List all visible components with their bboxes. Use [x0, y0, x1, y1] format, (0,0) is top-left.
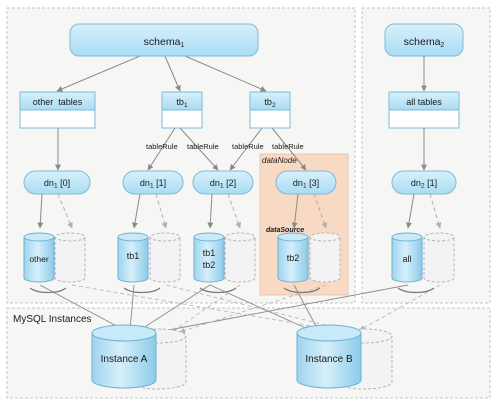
datanode-sub: 1: [150, 183, 154, 190]
table-rule-label: tableRule: [272, 142, 304, 151]
datanode-dn1-1: dn1 [1]: [122, 170, 184, 195]
datanode-label: dn: [140, 178, 150, 188]
datanode-to-db-arrows: [37, 193, 442, 229]
svg-text:tb1: tb1: [176, 97, 188, 109]
datanode-dn2-1: dn2 [1]: [391, 170, 457, 195]
datanode-dn1-0: dn1 [0]: [23, 170, 91, 195]
table-rule-label: tableRule: [187, 142, 219, 151]
schema2-box: schema2: [384, 23, 464, 57]
table-label: all tables: [406, 97, 442, 107]
database-label: tb1: [127, 251, 140, 261]
schema1-sub: 1: [180, 42, 184, 49]
svg-text:dn1 [2]: dn1 [2]: [210, 178, 236, 190]
datanode-index: [1]: [154, 178, 167, 188]
datanode-index: [2]: [224, 178, 237, 188]
table-to-datanode-arrows: [55, 127, 427, 171]
table-label: tb: [264, 97, 272, 107]
database-label: tb1: [203, 248, 216, 258]
table-box-tb2: tb2: [249, 91, 291, 129]
table-sub: 2: [272, 102, 276, 109]
datanode-label: dn: [293, 178, 303, 188]
table-box-all-tables: all tables: [388, 91, 460, 129]
svg-text:schema2: schema2: [404, 36, 445, 49]
database-other: other: [23, 232, 86, 294]
datanode-sub: 1: [54, 183, 58, 190]
instance-label: Instance B: [305, 354, 353, 365]
table-rule-labels: tableRule tableRule tableRule tableRule: [146, 142, 304, 151]
datanode-sub: 1: [220, 183, 224, 190]
schema1-box: schema1: [69, 23, 259, 57]
data-node-label: dataNode: [262, 156, 297, 165]
database-all: all: [391, 232, 455, 294]
schema2-label: schema: [404, 36, 441, 48]
svg-text:dn1 [0]: dn1 [0]: [44, 178, 70, 190]
database-label: tb2: [287, 253, 300, 263]
table-box-other-tables: other tables: [19, 91, 96, 129]
datanode-label: dn: [44, 178, 54, 188]
table-label: other tables: [33, 97, 83, 107]
database-label: all: [402, 254, 411, 264]
database-label: other: [29, 254, 49, 264]
datanode-index: [3]: [307, 178, 320, 188]
datanode-index: [1]: [425, 178, 438, 188]
datanode-label: dn: [411, 178, 421, 188]
data-source-label: dataSource: [266, 227, 304, 234]
svg-text:dn1 [1]: dn1 [1]: [140, 178, 166, 190]
table-sub: 1: [184, 102, 188, 109]
datanode-dn1-3: dn1 [3]: [275, 170, 337, 195]
database-tb1: tb1: [117, 232, 181, 294]
datanode-sub: 1: [303, 183, 307, 190]
table-box-tb1: tb1: [161, 91, 203, 129]
database-label: tb2: [203, 260, 216, 270]
instance-a: Instance A: [91, 324, 187, 390]
datanode-sub: 2: [421, 183, 425, 190]
table-rule-label: tableRule: [232, 142, 264, 151]
database-tb2: tb2: [277, 232, 341, 294]
svg-text:tb2: tb2: [264, 97, 276, 109]
svg-text:dn2 [1]: dn2 [1]: [411, 178, 437, 190]
datanode-label: dn: [210, 178, 220, 188]
svg-text:schema1: schema1: [144, 36, 185, 49]
mysql-instances-panel: [6, 307, 491, 399]
schema2-sub: 2: [440, 42, 444, 49]
table-rule-label: tableRule: [146, 142, 178, 151]
table-label: tb: [176, 97, 184, 107]
schema1-label: schema: [144, 36, 181, 48]
svg-text:dn1 [3]: dn1 [3]: [293, 178, 319, 190]
instance-b: Instance B: [296, 324, 393, 390]
datanode-dn1-2: dn1 [2]: [192, 170, 254, 195]
database-tb1-tb2: tb1 tb2: [193, 232, 256, 294]
instance-label: Instance A: [101, 354, 148, 365]
schema-to-table-arrows: [56, 55, 427, 92]
datanode-index: [0]: [58, 178, 71, 188]
mysql-instances-label: MySQL Instances: [13, 314, 92, 325]
